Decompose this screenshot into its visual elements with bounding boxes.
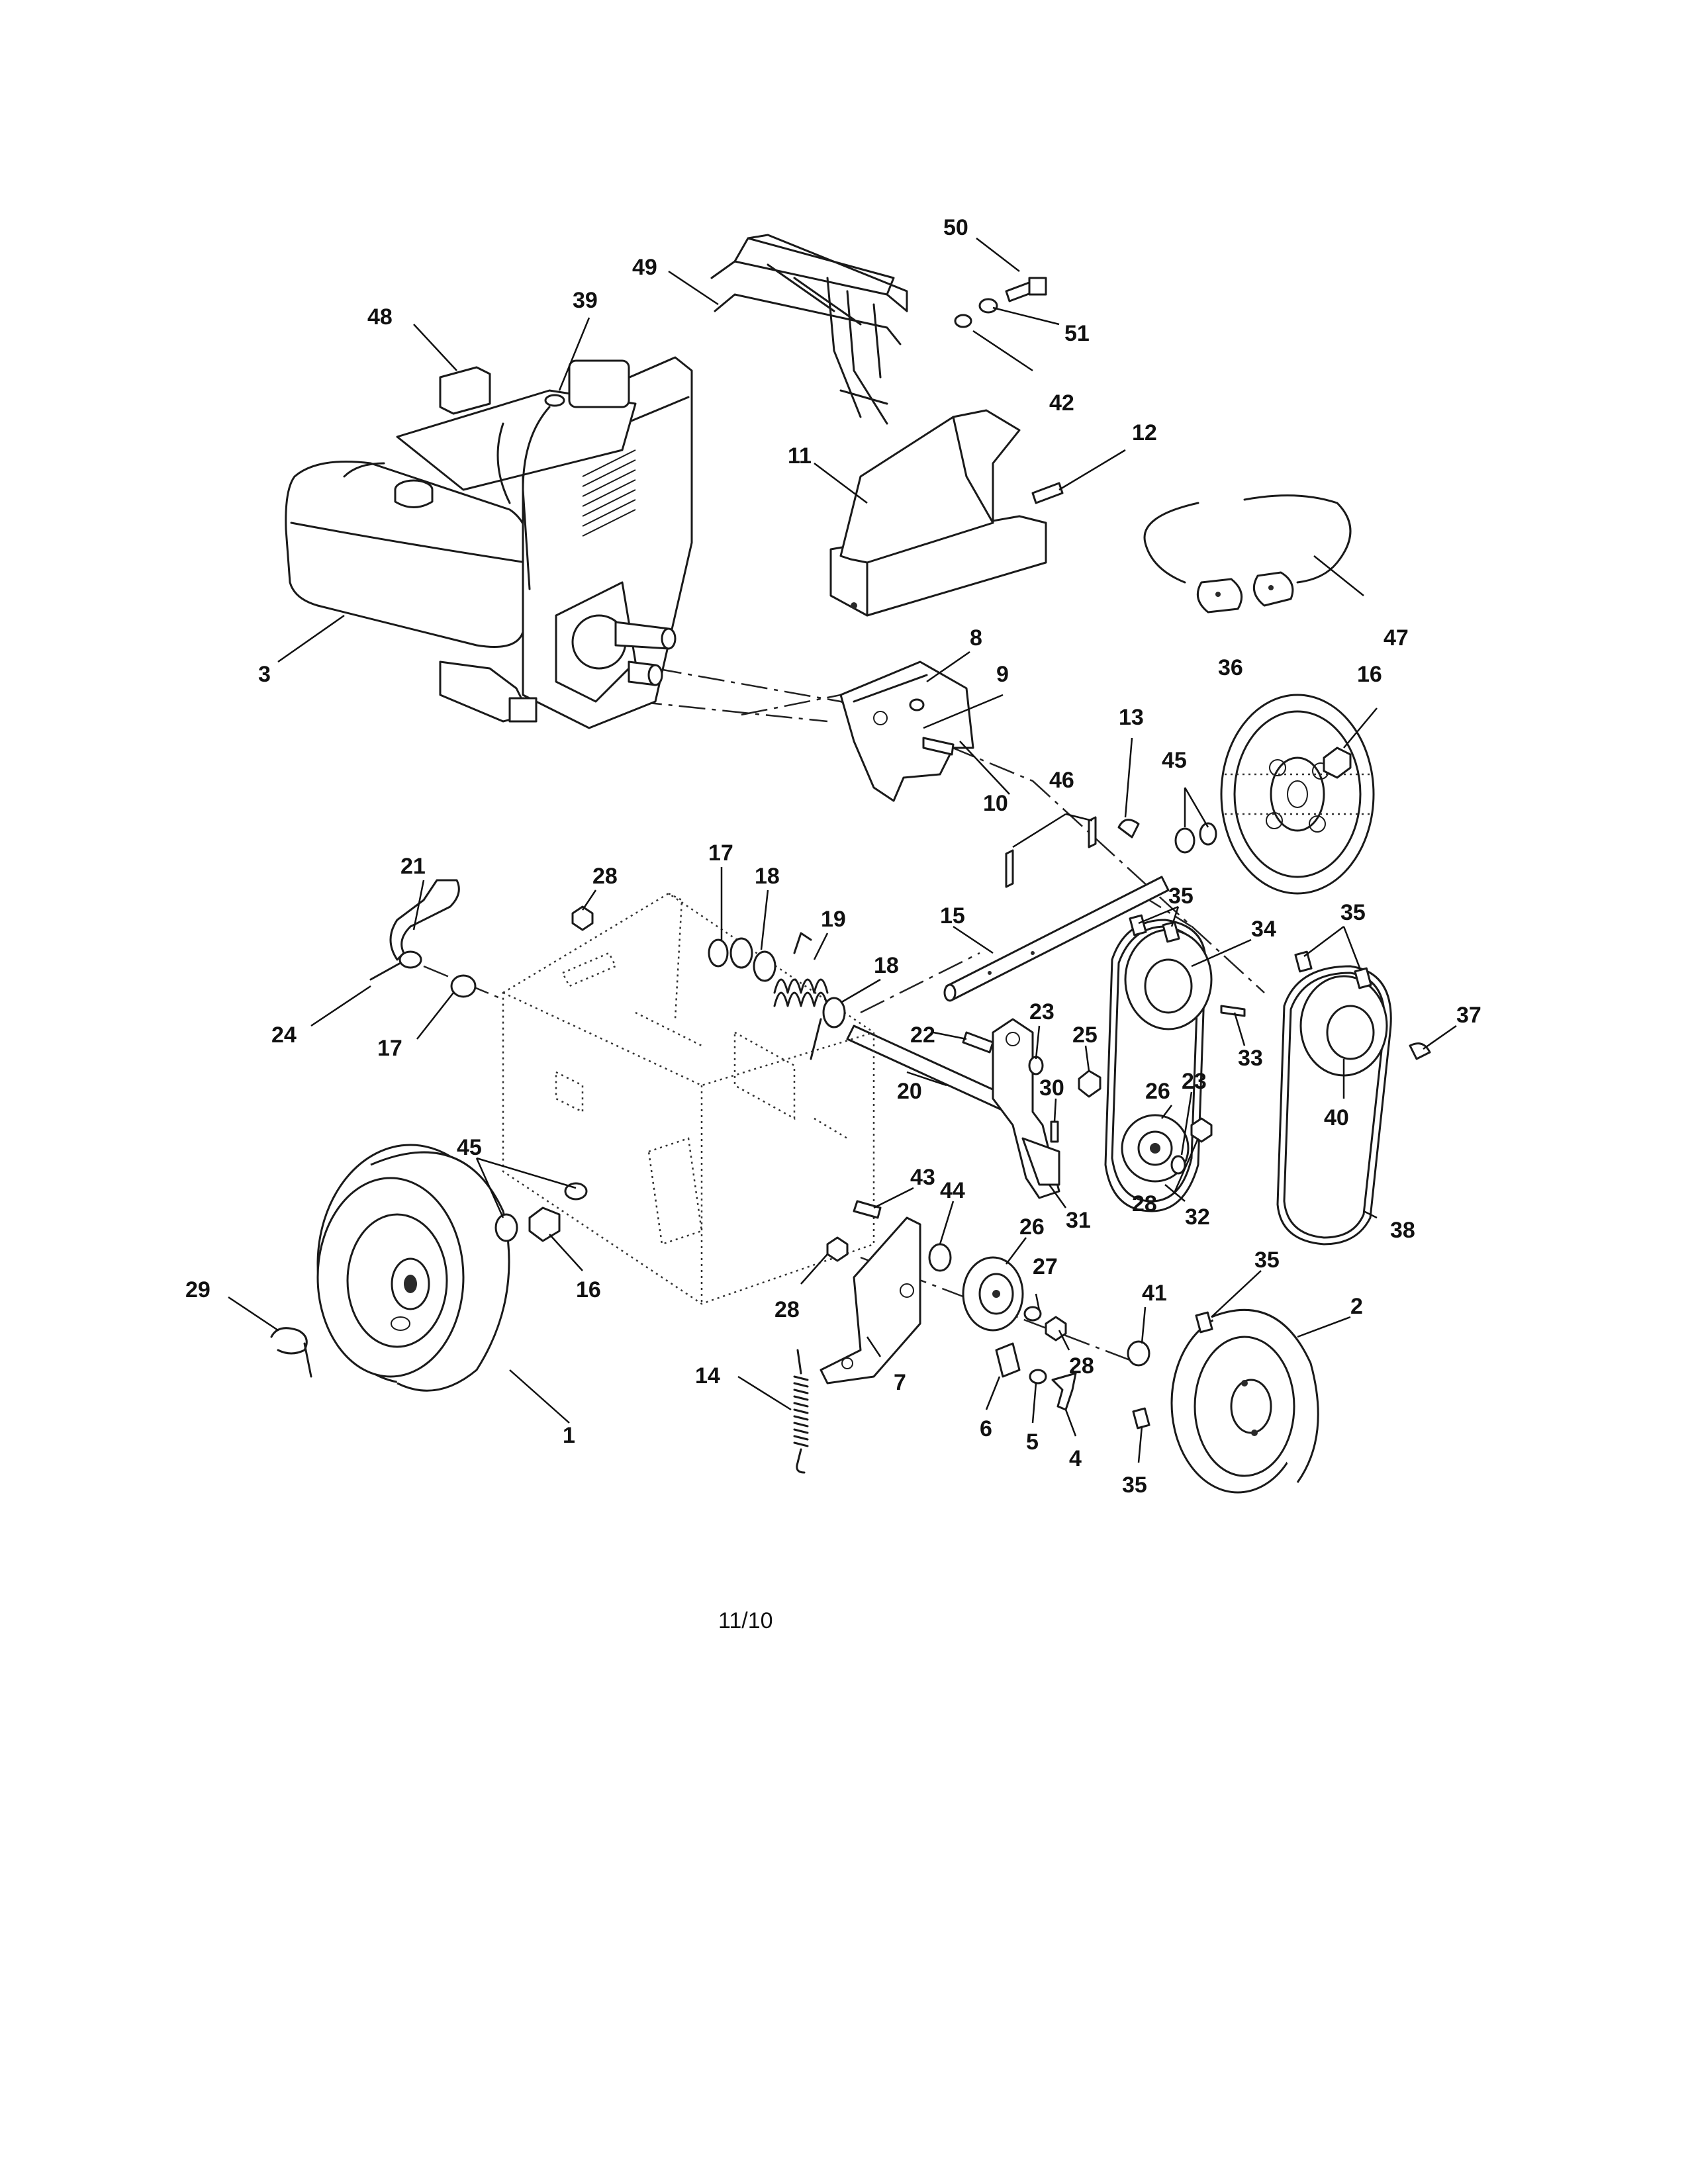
lower-bracket bbox=[820, 1216, 921, 1385]
callout-49: 49 bbox=[632, 255, 657, 280]
callout-labels: 50 49 48 39 51 42 11 12 3 47 8 9 36 16 1… bbox=[185, 215, 1481, 1498]
drive-shaft bbox=[943, 876, 1170, 1002]
callout-29: 29 bbox=[185, 1277, 211, 1302]
callout-9: 9 bbox=[996, 662, 1009, 687]
callout-39: 39 bbox=[573, 288, 598, 313]
callout-14: 14 bbox=[695, 1363, 720, 1388]
callout-41: 41 bbox=[1142, 1281, 1167, 1306]
callout-51: 51 bbox=[1064, 321, 1090, 346]
callout-10: 10 bbox=[983, 791, 1008, 816]
callout-32: 32 bbox=[1185, 1205, 1210, 1230]
callout-38: 38 bbox=[1390, 1218, 1415, 1243]
idler-plate bbox=[992, 1018, 1060, 1199]
callout-23-b: 23 bbox=[1182, 1069, 1207, 1094]
callout-23-a: 23 bbox=[1029, 999, 1055, 1024]
callout-31: 31 bbox=[1066, 1208, 1091, 1233]
callout-13: 13 bbox=[1119, 705, 1144, 730]
callout-35-d: 35 bbox=[1122, 1473, 1147, 1498]
cooling-fins bbox=[582, 449, 636, 537]
page-number: 11/10 bbox=[718, 1608, 773, 1633]
bushing bbox=[450, 974, 477, 998]
callout-37: 37 bbox=[1456, 1003, 1481, 1028]
callout-28-pulley: 28 bbox=[1132, 1191, 1157, 1216]
callout-45-top: 45 bbox=[1162, 748, 1187, 773]
callout-17-top: 17 bbox=[708, 841, 733, 866]
callout-19: 19 bbox=[821, 907, 846, 932]
callout-26-a: 26 bbox=[1145, 1079, 1170, 1104]
callout-20: 20 bbox=[897, 1079, 922, 1104]
callout-30: 30 bbox=[1039, 1075, 1064, 1101]
callout-34: 34 bbox=[1251, 917, 1276, 942]
bracket bbox=[839, 660, 974, 802]
frame-housing bbox=[502, 892, 875, 1305]
callout-24: 24 bbox=[271, 1023, 297, 1048]
callout-28-c: 28 bbox=[1069, 1353, 1094, 1379]
extension-spring bbox=[793, 1349, 809, 1474]
callout-46: 46 bbox=[1049, 768, 1074, 793]
callout-25: 25 bbox=[1072, 1023, 1098, 1048]
callout-18-b: 18 bbox=[874, 953, 899, 978]
callout-36: 36 bbox=[1218, 655, 1243, 680]
callout-45-b: 45 bbox=[457, 1135, 482, 1160]
wheel bbox=[316, 1144, 510, 1392]
callout-47: 47 bbox=[1383, 625, 1409, 651]
callout-7: 7 bbox=[894, 1370, 906, 1395]
callout-21: 21 bbox=[400, 854, 426, 879]
torsion-spring bbox=[773, 932, 829, 1060]
power-cord bbox=[1143, 494, 1352, 614]
hardware-fasteners bbox=[494, 277, 1431, 1430]
callout-2: 2 bbox=[1350, 1294, 1363, 1319]
drive-belt-32 bbox=[1104, 919, 1213, 1212]
large-pulley bbox=[1170, 1308, 1319, 1494]
callout-22: 22 bbox=[910, 1023, 935, 1048]
callout-35-b: 35 bbox=[1340, 900, 1366, 925]
callout-11: 11 bbox=[788, 443, 812, 469]
callout-8: 8 bbox=[970, 625, 982, 651]
engine bbox=[285, 356, 693, 729]
callout-42: 42 bbox=[1049, 390, 1074, 416]
callout-15: 15 bbox=[940, 903, 965, 929]
callout-1: 1 bbox=[563, 1423, 575, 1448]
callout-5: 5 bbox=[1026, 1430, 1039, 1455]
callout-35-c: 35 bbox=[1254, 1248, 1280, 1273]
callout-12: 12 bbox=[1132, 420, 1157, 445]
callout-27: 27 bbox=[1033, 1254, 1058, 1279]
callout-28-d: 28 bbox=[774, 1297, 800, 1322]
callout-43: 43 bbox=[910, 1165, 935, 1190]
callout-4: 4 bbox=[1069, 1446, 1082, 1471]
callout-17-b: 17 bbox=[377, 1036, 402, 1061]
control-lever bbox=[369, 879, 460, 981]
callout-35-a: 35 bbox=[1168, 884, 1194, 909]
callout-26-b: 26 bbox=[1019, 1214, 1045, 1240]
belt-cover bbox=[829, 409, 1047, 617]
drive-belt-38 bbox=[1276, 965, 1392, 1246]
callout-28-top: 28 bbox=[592, 864, 618, 889]
callout-33: 33 bbox=[1238, 1046, 1263, 1071]
callout-40: 40 bbox=[1324, 1105, 1349, 1130]
callout-6: 6 bbox=[980, 1416, 992, 1441]
spring-washers bbox=[708, 937, 846, 1028]
callout-44: 44 bbox=[940, 1178, 965, 1203]
callout-50: 50 bbox=[943, 215, 968, 240]
callout-3: 3 bbox=[258, 662, 271, 687]
idler-pulley-lower bbox=[928, 1243, 1024, 1332]
gear bbox=[1220, 694, 1375, 895]
hair-pin-clip bbox=[270, 1327, 312, 1378]
leader-lines bbox=[228, 238, 1457, 1463]
callout-16-b: 16 bbox=[576, 1277, 601, 1302]
callout-16-top: 16 bbox=[1357, 662, 1382, 687]
callout-48: 48 bbox=[367, 304, 393, 330]
callout-18-top: 18 bbox=[755, 864, 780, 889]
wire-guard bbox=[710, 234, 908, 425]
